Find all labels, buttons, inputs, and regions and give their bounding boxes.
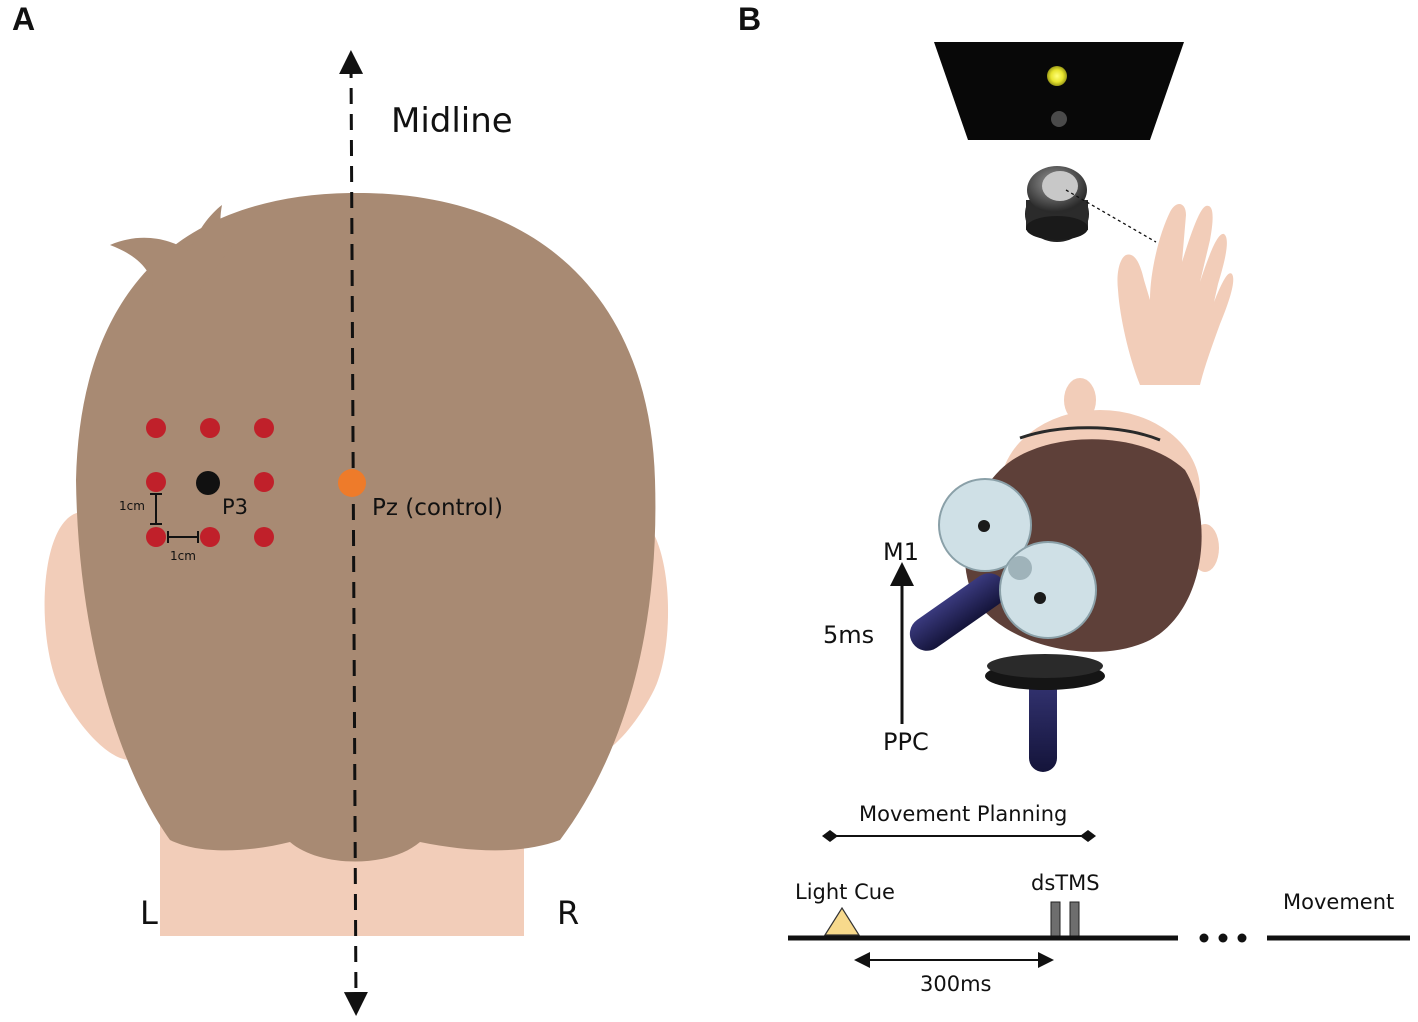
stim-site — [254, 472, 274, 492]
ppc-coil — [985, 654, 1105, 772]
dstms-label: dsTMS — [1031, 871, 1100, 895]
pz-site — [338, 469, 366, 497]
p3-label: P3 — [222, 495, 248, 519]
knob-pointer-line — [1065, 189, 1157, 243]
horizontal-spacing-label: 1cm — [170, 549, 196, 563]
movement-label: Movement — [1283, 890, 1394, 914]
stim-site-grid — [146, 418, 274, 547]
vertical-spacing-label: 1cm — [119, 499, 145, 513]
stim-site — [254, 527, 274, 547]
subject-brow — [1019, 426, 1161, 442]
display-screen — [934, 42, 1184, 140]
tms-pulse-1 — [1050, 901, 1061, 939]
stim-site — [146, 527, 166, 547]
hand — [1117, 204, 1234, 385]
m1-coil — [909, 478, 1097, 651]
panel-a: A Midline P3 Pz (control) — [12, 1, 669, 1016]
midline-label: Midline — [391, 101, 513, 141]
m1-label: M1 — [883, 538, 919, 566]
p3-site — [196, 471, 220, 495]
stim-site — [254, 418, 274, 438]
ellipsis-dot — [1199, 933, 1209, 943]
stim-site — [146, 472, 166, 492]
tms-pulse-2 — [1069, 901, 1080, 939]
ppc-label: PPC — [883, 728, 929, 756]
right-side-label: R — [557, 894, 579, 932]
ellipsis-dot — [1237, 933, 1247, 943]
panel-b: B — [738, 1, 1410, 996]
horizontal-spacing-bracket — [167, 531, 199, 543]
planning-span — [822, 830, 1096, 842]
interval-label: 5ms — [823, 621, 874, 649]
movement-planning-label: Movement Planning — [859, 802, 1067, 826]
midline-dashed-line — [339, 50, 368, 1016]
cue-light-on — [1047, 66, 1067, 86]
light-cue-triangle — [823, 906, 861, 936]
pz-label: Pz (control) — [372, 495, 503, 521]
light-cue-label: Light Cue — [795, 880, 895, 904]
vertical-spacing-bracket — [150, 493, 162, 525]
stim-site — [200, 527, 220, 547]
panel-a-letter: A — [12, 1, 35, 37]
cue-light-off — [1051, 111, 1067, 127]
ellipsis-dot — [1218, 933, 1228, 943]
stim-site — [146, 418, 166, 438]
panel-b-letter: B — [738, 1, 761, 37]
stim-site — [200, 418, 220, 438]
delay-label: 300ms — [920, 972, 991, 996]
left-side-label: L — [140, 894, 158, 932]
response-knob — [1025, 166, 1089, 242]
hair-tuft — [110, 205, 232, 310]
